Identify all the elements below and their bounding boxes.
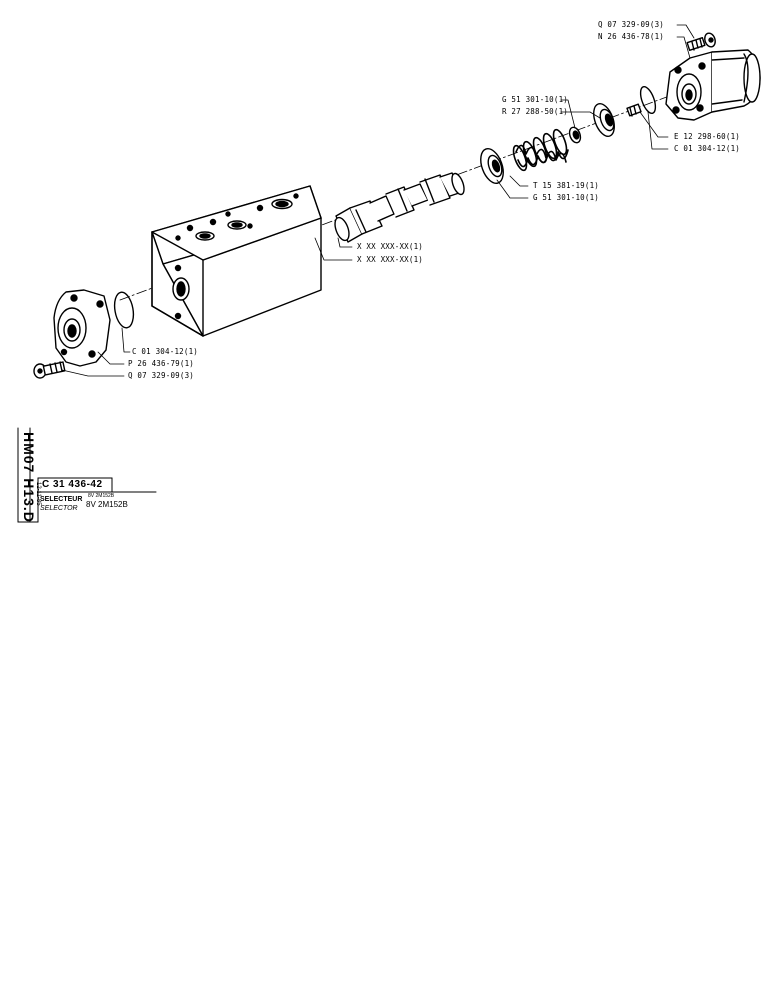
valve-body (151, 185, 322, 337)
callout-top-bolt: Q 07 329-09(3) (598, 20, 665, 29)
page-reference: HM07 H13.D (21, 432, 37, 523)
model-small: 8V 2M152B (88, 493, 115, 499)
plug-upper (626, 85, 657, 117)
washer-upper (593, 103, 615, 137)
title-french: SELECTEUR (40, 496, 83, 503)
callout-oring-upper: C 01 304-12(1) (674, 144, 741, 153)
title-english: SELECTOR (40, 505, 78, 512)
callout-body: X XX XXX-XX(1) (357, 255, 424, 264)
spool (334, 172, 465, 243)
callout-top-cover: N 26 436-78(1) (598, 32, 665, 41)
callout-washer-lower: G 51 301-10(1) (533, 193, 600, 202)
leader-lines (61, 24, 695, 377)
top-bolt (686, 32, 716, 51)
callout-spring: R 27 288-50(1) (502, 107, 569, 116)
callout-washer-upper: G 51 301-10(1) (502, 95, 569, 104)
washer-lower (480, 148, 504, 184)
model-code: 8V 2M152B (86, 500, 128, 509)
part-number: C 31 436-42 (42, 479, 103, 490)
bottom-bolt (33, 361, 66, 379)
callout-bottom-cover: P 26 436-79(1) (128, 359, 195, 368)
callout-plug: E 12 298-60(1) (674, 132, 741, 141)
callout-oring-lower: C 01 304-12(1) (132, 347, 199, 356)
callout-stop: T 15 381-19(1) (533, 181, 600, 190)
bottom-cover (53, 289, 111, 367)
spring (512, 128, 569, 172)
small-ring (568, 126, 582, 144)
callout-spool: X XX XXX-XX(1) (357, 242, 424, 251)
top-cover (665, 49, 761, 121)
title-block (17, 427, 157, 523)
oring-lower (113, 291, 135, 329)
callout-bottom-bolt: Q 07 329-09(3) (128, 371, 195, 380)
